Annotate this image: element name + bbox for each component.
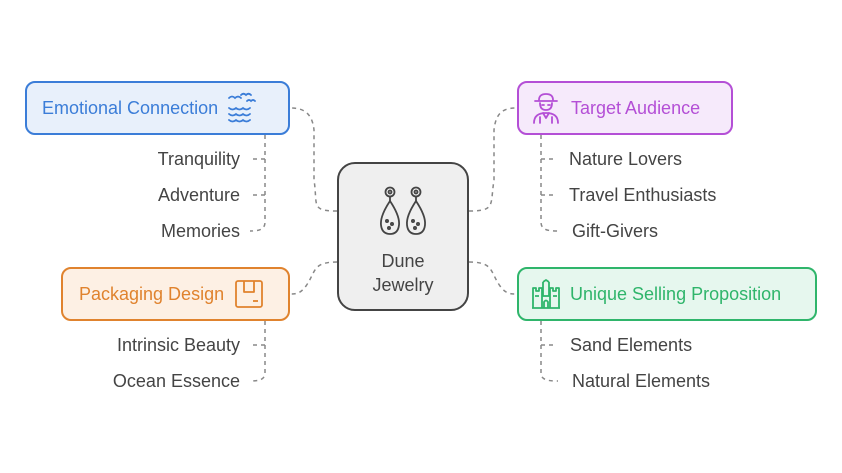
usp-item-sand-elements: Sand Elements — [570, 335, 693, 355]
emotional-connection-box[interactable]: Emotional Connection — [25, 81, 290, 135]
center-title: Dune Jewelry — [372, 249, 433, 297]
connector-center-usp — [468, 261, 518, 295]
center-title-line1: Dune — [381, 251, 425, 271]
emotional-item-memories: Memories — [160, 221, 240, 241]
packaging-item-intrinsic-beauty: Intrinsic Beauty — [116, 335, 240, 355]
emotional-connection-title: Emotional Connection — [42, 97, 219, 118]
sea-birds-waves-icon — [227, 92, 257, 124]
unique-selling-proposition-title: Unique Selling Proposition — [570, 283, 782, 304]
package-box-icon — [234, 279, 264, 309]
explorer-person-icon — [531, 92, 561, 124]
target-audience-title: Target Audience — [571, 97, 701, 118]
target-item-nature-lovers: Nature Lovers — [569, 149, 683, 169]
emotional-item-adventure: Adventure — [157, 185, 240, 205]
connector-emotional-trunk — [249, 135, 266, 232]
target-item-travel-enthusiasts: Travel Enthusiasts — [569, 185, 717, 205]
connector-target-trunk — [540, 135, 559, 232]
emotional-item-tranquility: Tranquility — [157, 149, 240, 169]
connector-center-emotional — [289, 107, 338, 212]
connector-usp-trunk — [540, 321, 559, 382]
packaging-design-box[interactable]: Packaging Design — [61, 267, 290, 321]
packaging-item-ocean-essence: Ocean Essence — [112, 371, 240, 391]
connector-center-target — [468, 107, 518, 212]
target-audience-box[interactable]: Target Audience — [517, 81, 733, 135]
sandcastle-icon — [530, 278, 562, 310]
connector-center-packaging — [289, 261, 338, 295]
center-node-dune-jewelry[interactable]: Dune Jewelry — [337, 162, 469, 311]
unique-selling-proposition-box[interactable]: Unique Selling Proposition — [517, 267, 817, 321]
center-title-line2: Jewelry — [372, 275, 434, 295]
usp-item-natural-elements: Natural Elements — [572, 371, 711, 391]
packaging-design-title: Packaging Design — [79, 283, 225, 304]
earrings-icon — [378, 186, 428, 243]
target-item-gift-givers: Gift-Givers — [572, 221, 659, 241]
connector-packaging-trunk — [249, 321, 266, 382]
